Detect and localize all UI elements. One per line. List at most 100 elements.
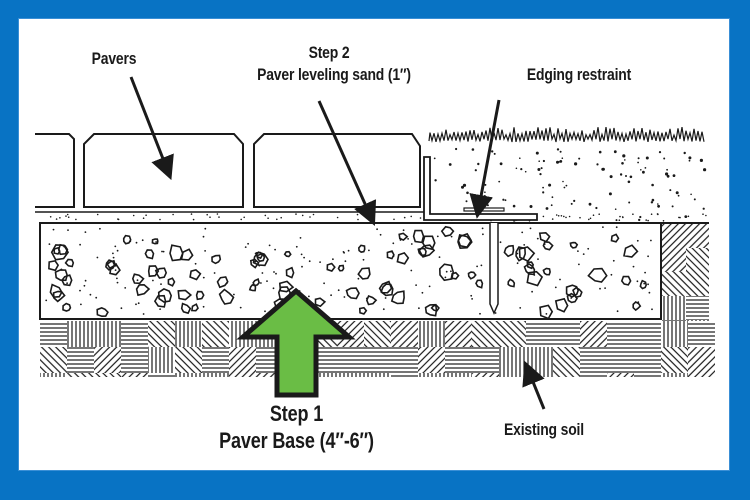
sand-dot xyxy=(393,218,395,221)
gravel-stone xyxy=(50,244,70,261)
soil-hatch-block xyxy=(40,321,67,347)
gravel-stone xyxy=(424,303,438,317)
gravel-dot xyxy=(202,305,205,308)
gravel-stone xyxy=(61,274,73,287)
gravel-dot xyxy=(161,250,163,253)
sand-dot xyxy=(702,213,704,215)
gravel-dot xyxy=(392,242,395,245)
gravel-dot xyxy=(299,237,302,239)
turf-dot xyxy=(515,167,518,170)
soil-hatch-block xyxy=(472,347,499,373)
turf-dot xyxy=(644,167,647,169)
gravel-dot xyxy=(120,307,123,310)
gravel-dot xyxy=(116,249,119,252)
gravel-dot xyxy=(247,242,250,245)
sand-dot xyxy=(565,216,567,219)
gravel-dot xyxy=(648,291,651,294)
turf-dot xyxy=(573,199,576,202)
gravel-dot xyxy=(357,277,360,280)
turf-dot xyxy=(519,157,521,159)
gravel-dot xyxy=(79,243,81,246)
soil-hatch-block xyxy=(499,373,526,377)
gravel-dot xyxy=(516,252,519,255)
gravel-dot xyxy=(258,264,261,267)
sand-dot xyxy=(410,215,413,218)
turf-dot xyxy=(484,183,487,186)
gravel-dot xyxy=(274,248,276,251)
gravel-dot xyxy=(114,269,117,271)
gravel-dot xyxy=(445,270,448,273)
turf-dot xyxy=(637,157,640,160)
gravel-dot xyxy=(194,262,197,265)
turf-dot xyxy=(628,201,631,204)
edging-restraint-label: Edging restraint xyxy=(526,65,632,84)
soil-hatch-block xyxy=(662,248,686,272)
gravel-dot xyxy=(482,233,484,236)
gravel-stone xyxy=(542,267,551,276)
gravel-dot xyxy=(604,287,606,289)
turf-dot xyxy=(595,206,598,210)
soil-hatch-block xyxy=(148,347,175,373)
turf-dot xyxy=(608,192,612,196)
gravel-dot xyxy=(647,255,649,258)
gravel-dot xyxy=(99,227,101,230)
gravel-dot xyxy=(610,273,613,276)
sand-dot xyxy=(419,217,422,219)
gravel-dot xyxy=(536,237,539,240)
soil-hatch-block xyxy=(661,347,688,373)
turf-dot xyxy=(539,173,542,176)
gravel-dot xyxy=(52,228,55,231)
gravel-dot xyxy=(543,243,546,246)
sand-dots xyxy=(49,213,707,222)
gravel-stone xyxy=(467,271,477,280)
gravel-dot xyxy=(45,299,48,302)
gravel-dot xyxy=(308,295,310,298)
turf-dot xyxy=(699,158,704,162)
soil-hatch-block xyxy=(661,373,688,377)
gravel-stone xyxy=(554,297,569,313)
turf-dot xyxy=(598,150,602,154)
gravel-dot xyxy=(84,279,87,282)
soil-hatch-block xyxy=(364,347,391,373)
turf-dot xyxy=(545,207,549,210)
gravel-stone xyxy=(538,231,551,243)
gravel-dot xyxy=(410,269,413,272)
gravel-dot xyxy=(499,241,502,244)
existing-soil-label: Existing soil xyxy=(503,420,584,439)
turf-dot xyxy=(702,207,705,210)
gravel-dot xyxy=(476,265,478,268)
gravel-dot xyxy=(365,297,368,300)
turf-dot xyxy=(665,172,669,176)
gravel-dot xyxy=(204,250,207,252)
soil-hatch-block xyxy=(67,347,94,373)
soil-hatch-block xyxy=(607,321,634,347)
turf-dot xyxy=(619,173,623,176)
gravel-dot xyxy=(347,249,350,252)
gravel-stone xyxy=(64,258,75,268)
gravel-stone xyxy=(417,247,427,257)
turf-dot xyxy=(657,204,660,208)
gravel-stone xyxy=(503,244,515,258)
soil-hatch-block xyxy=(526,347,553,373)
gravel-dot xyxy=(422,247,424,250)
gravel-stone xyxy=(526,270,544,287)
soil-hatch-block xyxy=(148,321,175,347)
gravel-dot xyxy=(399,239,402,241)
gravel-dot xyxy=(545,313,548,315)
gravel-stone xyxy=(639,279,648,290)
gravel-dot xyxy=(450,270,452,273)
gravel-dot xyxy=(650,239,652,242)
turf-dot xyxy=(455,147,458,151)
gravel-stone xyxy=(357,267,371,280)
gravel-stone xyxy=(48,260,60,272)
gravel-dot xyxy=(647,283,649,286)
gravel-stone xyxy=(396,251,410,265)
turf-dot xyxy=(640,169,642,171)
gravel-stone xyxy=(565,284,580,298)
gravel-stone xyxy=(345,287,360,300)
soil-hatch-block xyxy=(553,321,580,347)
step2-title: Step 2 xyxy=(308,43,350,62)
turf-dot xyxy=(433,157,436,160)
gravel-stone xyxy=(430,304,440,312)
